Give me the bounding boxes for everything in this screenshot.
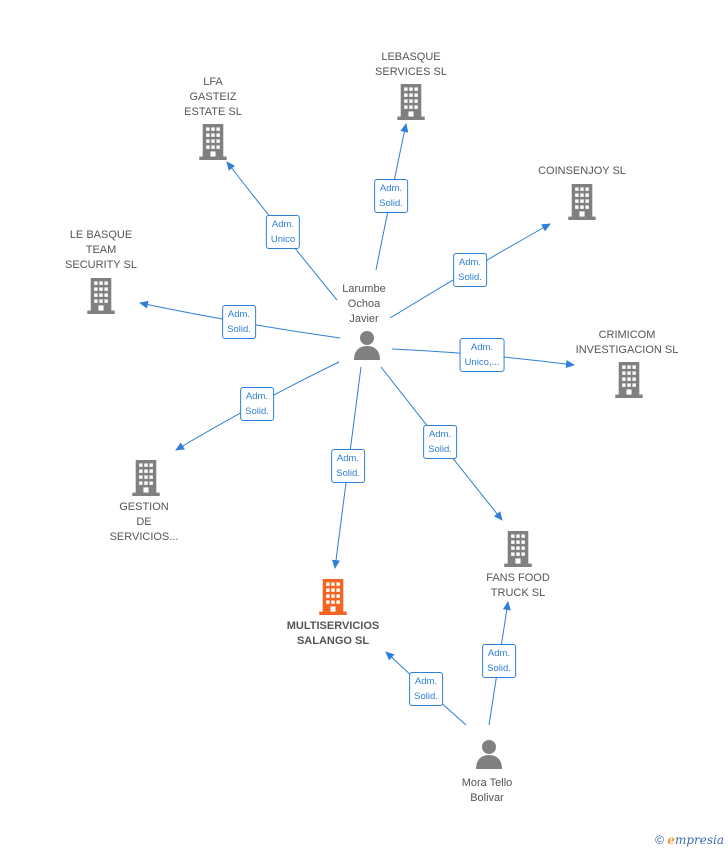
building-icon-gestion[interactable]: [132, 460, 160, 496]
copyright-icon: ©: [655, 833, 664, 847]
node-label-lfa[interactable]: LFA GASTEIZ ESTATE SL: [184, 76, 242, 118]
node-label-multiservicios[interactable]: MULTISERVICIOS SALANGO SL: [286, 620, 380, 647]
node-label-fans[interactable]: FANS FOOD TRUCK SL: [486, 572, 550, 599]
building-icon-multiservicios[interactable]: [319, 579, 347, 615]
brand-initial: e: [667, 833, 675, 847]
node-label-lebasque[interactable]: LEBASQUE SERVICES SL: [375, 51, 447, 78]
building-icon-lebasque_team[interactable]: [87, 278, 115, 314]
edge-label-larumbe-to-crimicom[interactable]: Adm. Unico,...: [459, 338, 505, 372]
edge-label-larumbe-to-multiservicios[interactable]: Adm. Solid.: [331, 449, 365, 483]
building-icon-lebasque[interactable]: [397, 84, 425, 120]
edge-label-larumbe-to-lfa[interactable]: Adm. Unico: [265, 215, 301, 249]
person-icon-larumbe[interactable]: [354, 331, 380, 360]
person-icon-mora[interactable]: [476, 740, 502, 769]
node-label-mora[interactable]: Mora Tello Bolivar: [461, 777, 513, 804]
building-icon-crimicom[interactable]: [615, 362, 643, 398]
building-icon-lfa[interactable]: [199, 124, 227, 160]
brand-name: mpresia: [674, 833, 724, 847]
node-label-coinsenjoy[interactable]: COINSENJOY SL: [538, 165, 626, 177]
building-icon-coinsenjoy[interactable]: [568, 184, 596, 220]
node-label-lebasque_team[interactable]: LE BASQUE TEAM SECURITY SL: [65, 229, 137, 271]
edge-label-larumbe-to-coinsenjoy[interactable]: Adm. Solid.: [453, 253, 487, 287]
edge-label-larumbe-to-lebasque_team[interactable]: Adm. Solid.: [222, 305, 256, 339]
node-label-crimicom[interactable]: CRIMICOM INVESTIGACION SL: [575, 329, 679, 356]
footer-brand: © empresia: [655, 833, 724, 847]
edge-label-larumbe-to-gestion[interactable]: Adm. Solid.: [240, 387, 274, 421]
edge-label-larumbe-to-lebasque[interactable]: Adm. Solid.: [374, 179, 408, 213]
node-label-larumbe[interactable]: Larumbe Ochoa Javier: [342, 283, 386, 325]
edge-label-mora-to-multiservicios[interactable]: Adm. Solid.: [409, 672, 443, 706]
node-label-gestion[interactable]: GESTION DE SERVICIOS...: [109, 501, 179, 543]
edge-label-mora-to-fans[interactable]: Adm. Solid.: [482, 644, 516, 678]
edge-label-larumbe-to-fans[interactable]: Adm. Solid.: [423, 425, 457, 459]
building-icon-fans[interactable]: [504, 531, 532, 567]
